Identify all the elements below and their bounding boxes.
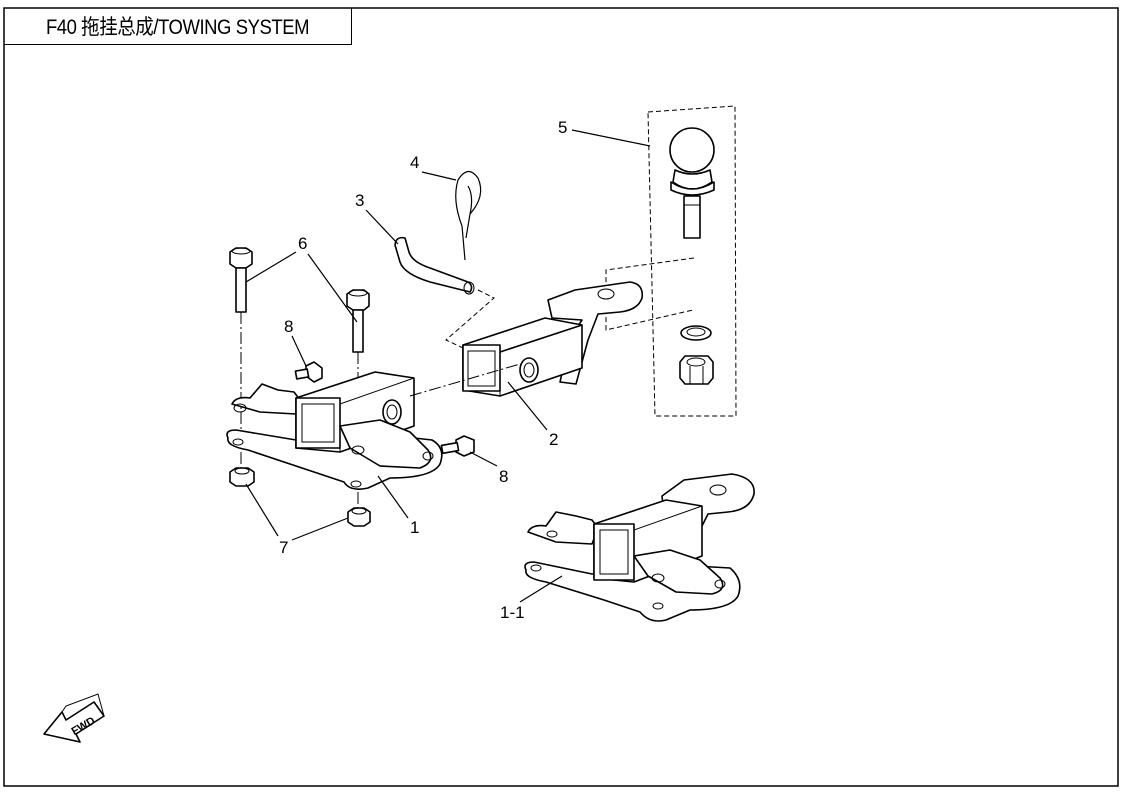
part-5-tow-ball <box>647 105 737 417</box>
callout-7: 7 <box>279 538 288 557</box>
part-7-nut-right <box>347 507 371 527</box>
title-box: F40 拖挂总成/TOWING SYSTEM <box>4 8 352 45</box>
part-8-bolt-bottom <box>440 435 475 457</box>
part-1-receiver <box>226 371 443 490</box>
callout-3: 3 <box>355 191 364 210</box>
part-6-bolt-right <box>346 289 370 353</box>
callout-4: 4 <box>410 153 419 172</box>
callout-8-top: 8 <box>284 317 293 336</box>
callout-6: 6 <box>298 234 307 253</box>
part-4-hitch-clip <box>455 170 482 261</box>
callout-1-1: 1-1 <box>500 603 525 622</box>
callout-5: 5 <box>558 118 567 137</box>
leader-lines <box>245 129 651 603</box>
page-title: F40 拖挂总成/TOWING SYSTEM <box>45 16 310 39</box>
part-2-drawbar <box>462 281 644 397</box>
page-border <box>3 7 1119 787</box>
part-7-nut-left <box>229 467 255 487</box>
part-8-bolt-top <box>294 361 323 383</box>
callout-1: 1 <box>410 518 419 537</box>
part-1-1-receiver-assembled <box>524 473 755 622</box>
callout-8-bottom: 8 <box>499 467 508 486</box>
callout-2: 2 <box>549 430 558 449</box>
part-3-pin <box>394 236 475 295</box>
fwd-arrow-icon: FWD <box>43 693 105 743</box>
